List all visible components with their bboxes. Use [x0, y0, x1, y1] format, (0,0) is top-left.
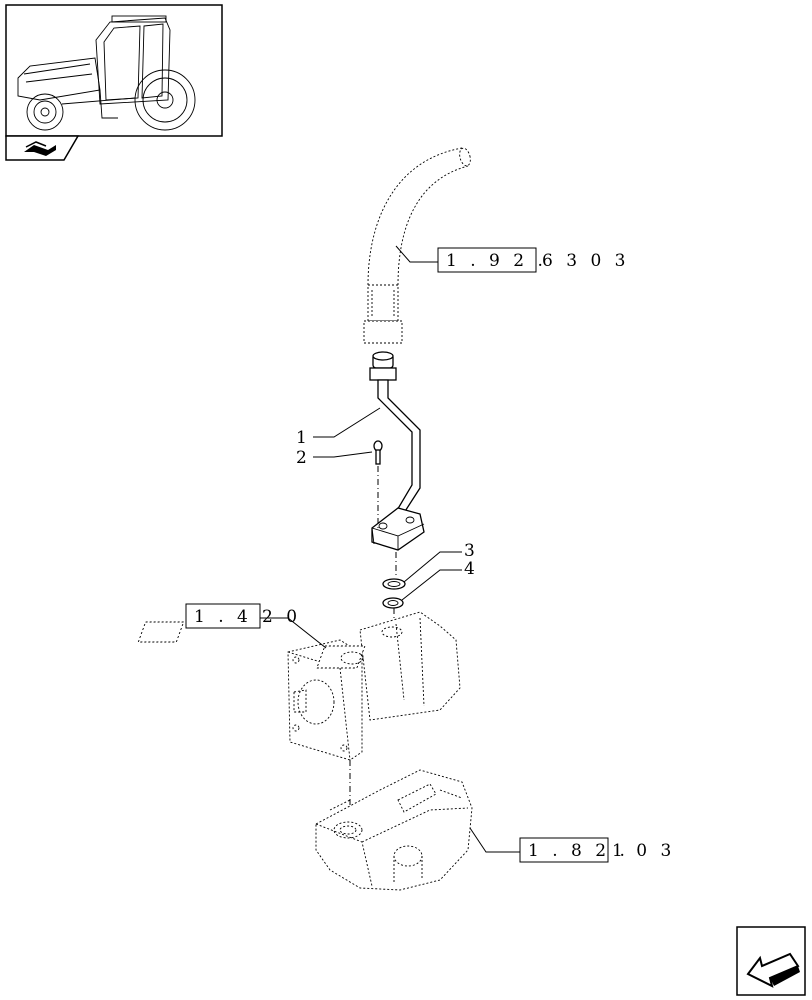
tractor-thumbnail-icon[interactable] [5, 4, 223, 137]
callout-4-leader [401, 569, 462, 601]
ref-hose-boxed: 1 . 9 2 . [446, 251, 547, 271]
callout-2[interactable]: 2 [296, 448, 307, 468]
manual-section-icon[interactable] [5, 135, 80, 161]
callout-3-leader [403, 551, 462, 583]
hose-leader [395, 245, 438, 263]
ref-hose-rest: 6 3 0 3 [542, 251, 629, 271]
next-page-arrow-icon[interactable] [736, 926, 806, 996]
ref-housing[interactable]: 1 . 8 2 . 1 0 3 [519, 837, 675, 863]
ref-pump-rest: 2 0 [262, 607, 301, 627]
washer [382, 597, 404, 609]
callout-4[interactable]: 4 [464, 559, 475, 579]
housing-leader [469, 827, 520, 853]
hydraulic-pump [137, 611, 461, 761]
callout-3[interactable]: 3 [464, 541, 475, 561]
callout-1[interactable]: 1 [296, 428, 307, 448]
bent-pipe [369, 351, 425, 551]
pump-leader [260, 617, 327, 649]
ref-hose[interactable]: 1 . 9 2 . 6 3 0 3 [437, 247, 629, 273]
bolt [373, 440, 383, 465]
callout-2-leader [313, 451, 373, 458]
transmission-housing [315, 769, 473, 891]
ref-pump[interactable]: 1 . 4 2 0 [185, 603, 301, 629]
ref-pump-boxed: 1 . 4 [194, 607, 252, 627]
ref-housing-boxed: 1 . 8 2 . [528, 841, 629, 861]
hydraulic-hose [363, 147, 471, 344]
callout-1-leader [313, 407, 381, 438]
o-ring [382, 578, 406, 590]
ref-housing-rest: 1 0 3 [612, 841, 675, 861]
